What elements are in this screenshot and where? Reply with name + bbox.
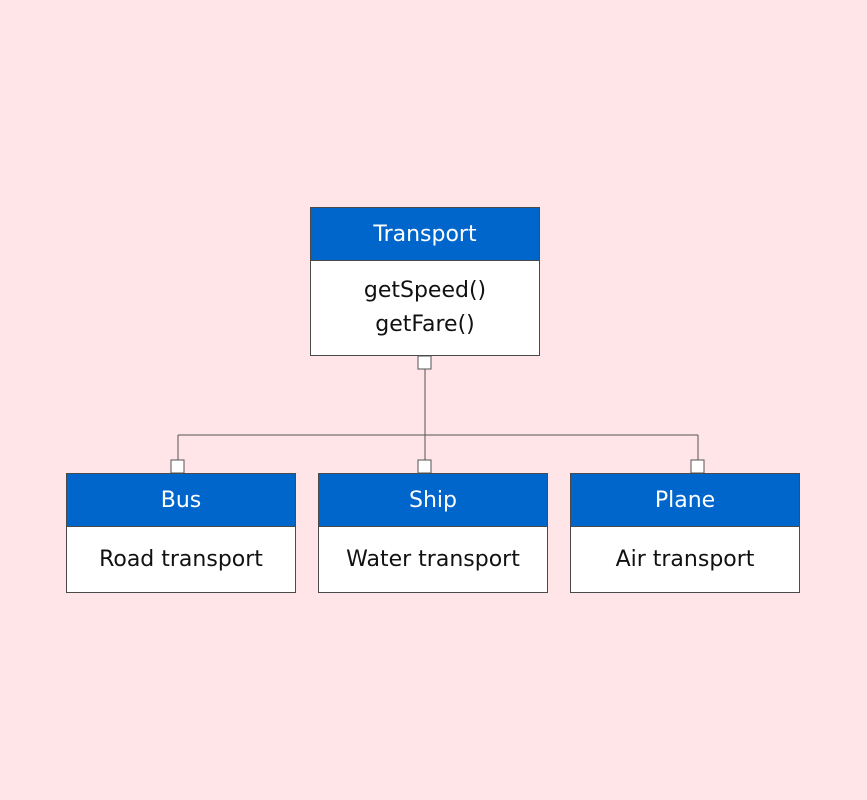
class-title-bus: Bus (160, 487, 202, 513)
class-box-transport[interactable]: Transport getSpeed() getFare() (310, 207, 540, 356)
class-body-plane: Air transport (571, 527, 799, 592)
class-description-bus: Road transport (99, 546, 263, 572)
class-methods-transport: getSpeed() getFare() (311, 261, 539, 355)
method-get-speed: getSpeed() (363, 278, 487, 303)
port-transport (417, 355, 432, 370)
port-ship (417, 459, 432, 474)
class-box-ship[interactable]: Ship Water transport (318, 473, 548, 593)
class-body-bus: Road transport (67, 527, 295, 592)
port-plane (690, 459, 705, 474)
class-title-transport: Transport (373, 221, 477, 247)
class-box-bus[interactable]: Bus Road transport (66, 473, 296, 593)
class-description-plane: Air transport (615, 546, 755, 572)
class-header-plane: Plane (571, 474, 799, 527)
method-get-fare: getFare() (375, 312, 475, 337)
port-bus (170, 459, 185, 474)
class-description-ship: Water transport (346, 546, 520, 572)
class-title-plane: Plane (654, 487, 716, 513)
class-box-plane[interactable]: Plane Air transport (570, 473, 800, 593)
class-body-ship: Water transport (319, 527, 547, 592)
class-header-transport: Transport (311, 208, 539, 261)
class-title-ship: Ship (409, 487, 457, 513)
class-header-ship: Ship (319, 474, 547, 527)
class-header-bus: Bus (67, 474, 295, 527)
